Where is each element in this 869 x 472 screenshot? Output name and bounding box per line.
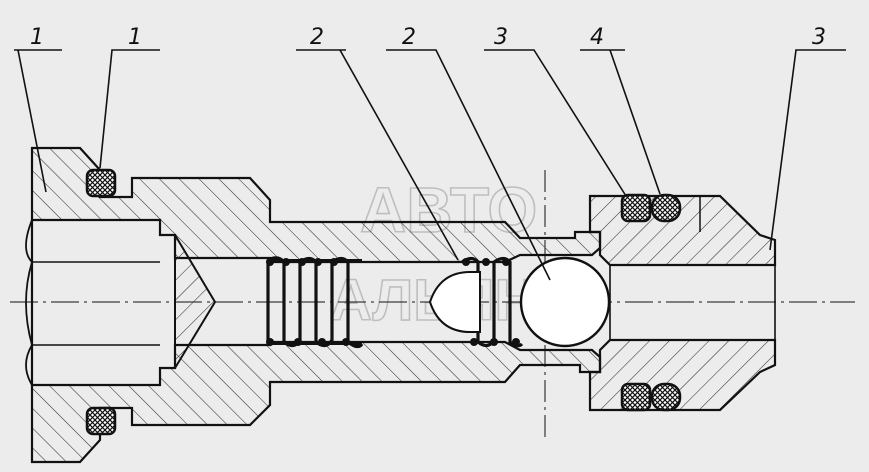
check-ball <box>519 256 611 348</box>
seal-ring-4b-upper <box>650 193 682 223</box>
leader-3b <box>769 49 846 251</box>
callout-label-2a: 2 <box>310 25 324 50</box>
callout-label-1b: 1 <box>128 25 142 50</box>
callouts <box>14 49 846 281</box>
seal-ring-4b-lower <box>650 382 682 412</box>
leader-4 <box>580 49 661 195</box>
leader-2a <box>296 49 459 261</box>
fitting-part-3 <box>588 194 777 412</box>
callout-label-1a: 1 <box>30 25 44 50</box>
callout-label-4: 4 <box>590 25 604 50</box>
callout-label-3b: 3 <box>812 25 826 50</box>
spring-seat <box>428 271 481 333</box>
spring-coil-sections <box>266 258 520 346</box>
callout-label-3a: 3 <box>494 25 508 50</box>
seal-ring-4a-lower <box>620 382 652 412</box>
callout-label-2b: 2 <box>402 25 416 50</box>
seal-ring-1-upper <box>85 168 117 198</box>
seal-ring-4a-upper <box>620 193 652 223</box>
leader-3a <box>484 49 627 197</box>
leader-1a <box>14 49 62 193</box>
seal-ring-1-lower <box>85 406 117 436</box>
leader-2b <box>386 49 551 281</box>
leader-1b <box>99 49 160 169</box>
